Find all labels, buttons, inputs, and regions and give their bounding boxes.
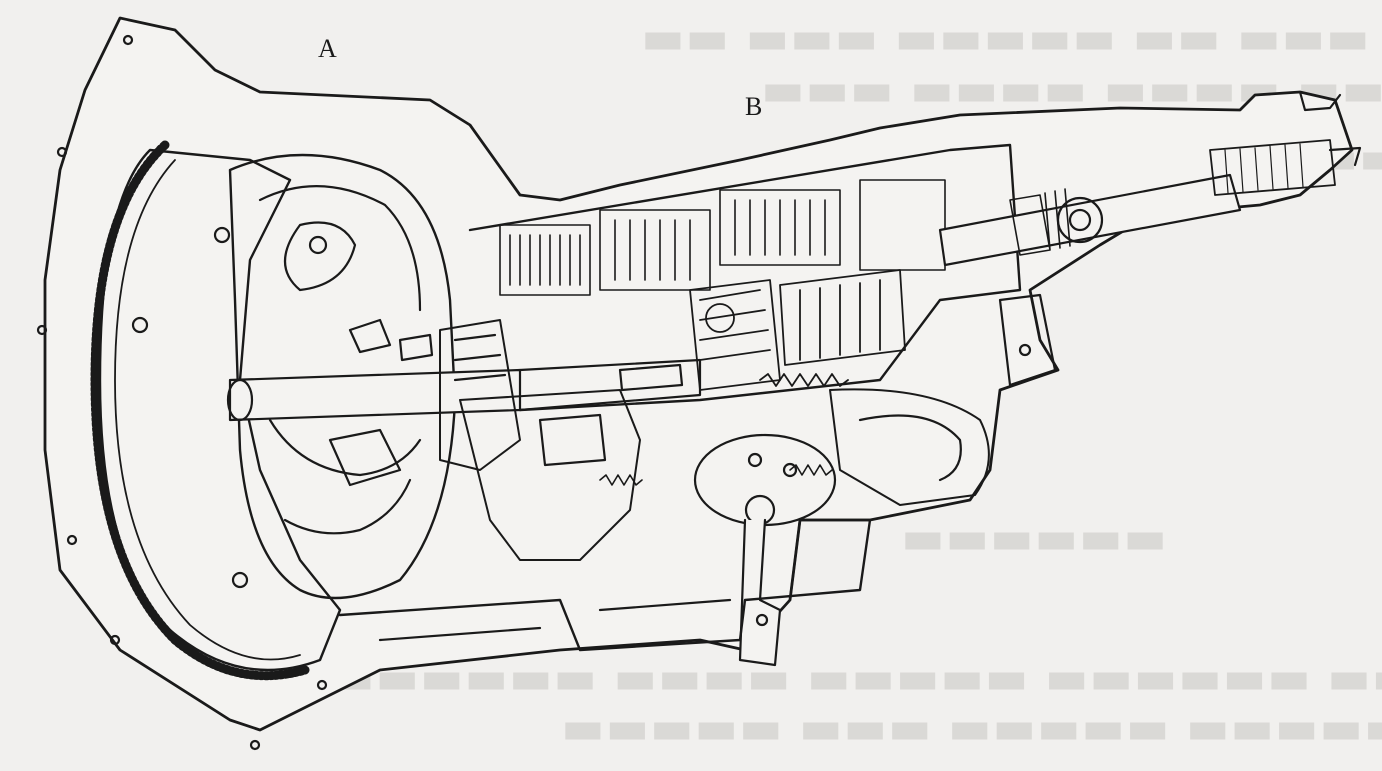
front-pump [439,319,521,471]
detent-spring [599,474,643,486]
shift-lever [693,433,837,667]
flywheel-bolt [231,571,249,589]
oil-pan [338,518,872,652]
valve-body [459,389,641,561]
torque-converter [228,153,457,600]
ring-gear [90,140,310,681]
flywheel-bolt [131,316,149,334]
clutch-packs [499,179,946,296]
flywheel-bolt [213,226,231,244]
speedo-gear [1056,196,1104,244]
callout-label-a: A [318,34,337,63]
output-spline [1209,139,1336,196]
servo-housing [829,388,990,506]
main-case [468,143,1022,412]
callout-label-b: B [745,92,763,121]
mount-bracket [998,293,1057,387]
accumulator-spring [759,373,849,387]
